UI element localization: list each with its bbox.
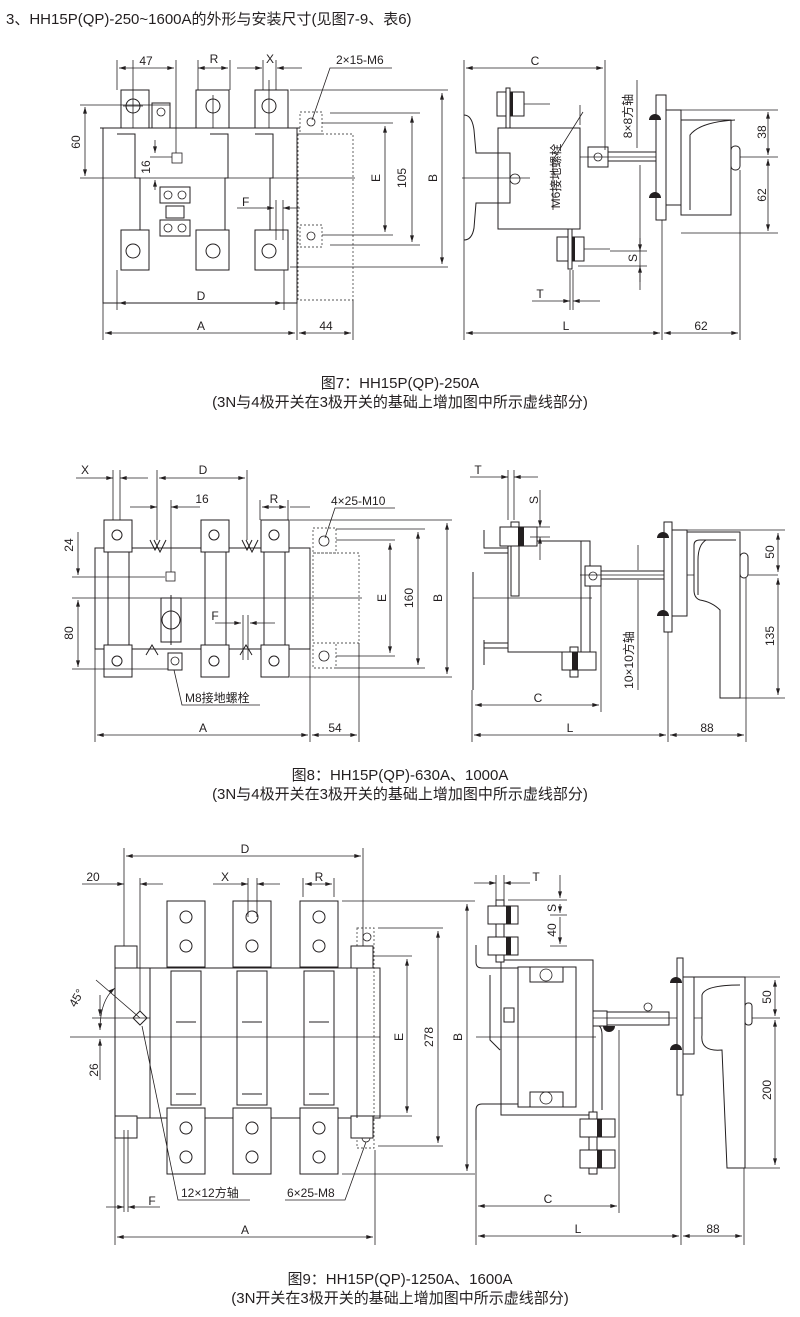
fig8-dim-50: 50 (763, 545, 777, 559)
fig7-side-body (497, 127, 581, 230)
fig7-caption: 图7：HH15P(QP)-250A (3N与4极开关在3极开关的基础上增加图中所… (0, 374, 800, 412)
fig9-dim-20: 20 (86, 870, 100, 884)
fig8-dim-E: E (375, 594, 389, 602)
fig7-front-view: 47 R X 2×15-M6 60 16 F E 105 B D A 44 (69, 52, 448, 340)
fig7-dim-62-vertical: 62 (755, 188, 769, 202)
fig9-dim-E: E (392, 1033, 406, 1041)
fig9-dim-R: R (315, 870, 324, 884)
fig9-dim-26: 26 (87, 1063, 101, 1077)
fig7-dim-S: S (626, 254, 640, 262)
fig8-dim-T: T (474, 463, 482, 477)
fig9-dim-88: 88 (706, 1222, 720, 1236)
fig7-dim-60: 60 (69, 135, 83, 149)
fig9-dim-200: 200 (760, 1080, 774, 1100)
fig7-ground-label: M6接地螺栓 (548, 144, 563, 209)
fig9-angle-45: 45° (66, 986, 87, 1009)
fig8-dim-L: L (567, 721, 574, 735)
fig7-dim-L: L (563, 319, 570, 333)
fig7-dim-X: X (266, 52, 274, 66)
fig7-dim-B: B (426, 174, 440, 182)
fig8-caption-note: (3N与4极开关在3极开关的基础上增加图中所示虚线部分) (212, 786, 588, 803)
fig8-dim-80: 80 (62, 626, 76, 640)
fig8-dim-88: 88 (700, 721, 714, 735)
fig8-dim-S: S (527, 496, 541, 504)
fig9-dim-A: A (241, 1223, 249, 1237)
fig9-holes-label: 6×25-M8 (287, 1186, 335, 1200)
fig9-side-view: T S 40 50 200 C L 88 (474, 870, 780, 1245)
fig9-dim-50: 50 (760, 990, 774, 1004)
fig9-caption-title: 图9：HH15P(QP)-1250A、1600A (287, 1271, 513, 1288)
fig7-holes-label: 2×15-M6 (336, 53, 384, 67)
fig7-dim-62-horizontal: 62 (694, 319, 708, 333)
fig7-caption-title: 图7：HH15P(QP)-250A (320, 375, 480, 392)
fig9-dim-X: X (221, 870, 229, 884)
fig7-shaft-label: 8×8方轴 (620, 94, 635, 138)
fig8-caption-title: 图8：HH15P(QP)-630A、1000A (291, 767, 509, 784)
fig7-dim-D: D (197, 289, 206, 303)
fig8-dim-F: F (211, 609, 218, 623)
fig9-shaft-label: 12×12方轴 (181, 1185, 239, 1200)
fig8-caption: 图8：HH15P(QP)-630A、1000A (3N与4极开关在3极开关的基础… (0, 766, 800, 804)
fig7-fourth-pole-dashed (297, 133, 354, 301)
fig7-dim-T: T (536, 287, 544, 301)
fig9-dim-B: B (451, 1033, 465, 1041)
fig8-dim-R: R (270, 492, 279, 506)
fig7-dim-F: F (242, 195, 249, 209)
fig7-body (102, 127, 298, 304)
fig8-holes-label: 4×25-M10 (331, 494, 386, 508)
fig9-side-body (500, 959, 594, 1116)
fig8-dim-16: 16 (195, 492, 209, 506)
fig9-dim-40: 40 (545, 923, 559, 937)
fig7-dim-38: 38 (755, 125, 769, 139)
fig8-body (94, 547, 311, 650)
fig7-dim-R: R (210, 52, 219, 66)
fig7-side-dim-C: C (531, 54, 540, 68)
fig8-dim-A: A (199, 721, 207, 735)
fig7-dim-47: 47 (139, 54, 153, 68)
fig9-dim-D: D (241, 842, 250, 856)
fig9-caption-note: (3N开关在3极开关的基础上增加图中所示虚线部分) (231, 1290, 569, 1307)
fig7-dim-16: 16 (139, 160, 153, 174)
fig9-caption: 图9：HH15P(QP)-1250A、1600A (3N开关在3极开关的基础上增… (0, 1270, 800, 1308)
fig8-front-view: X D 16 R 4×25-M10 24 80 F E 160 B M8接地螺栓… (62, 463, 452, 742)
fig8-dim-160: 160 (402, 588, 416, 608)
fig8-dim-24: 24 (62, 538, 76, 552)
fig7-dim-A: A (197, 319, 205, 333)
fig7-dim-44: 44 (319, 319, 333, 333)
fig8-dim-B: B (431, 594, 445, 602)
fig8-dim-C: C (534, 691, 543, 705)
fig9-body (114, 967, 381, 1119)
fig9-dim-S: S (545, 904, 559, 912)
fig9-front-view: D 20 X R 45° 26 E 278 B F 12×12方轴 6×25-M… (66, 842, 475, 1245)
section-heading: 3、HH15P(QP)-250~1600A的外形与安装尺寸(见图7-9、表6) (6, 11, 412, 28)
fig8-dim-135: 135 (763, 626, 777, 646)
fig8-dim-X: X (81, 463, 89, 477)
fig8-side-body (507, 540, 582, 653)
fig9-dim-T: T (532, 870, 540, 884)
fig8-side-view: T S 10×10方轴 50 135 C L 88 (470, 463, 785, 742)
fig9-dim-L: L (575, 1222, 582, 1236)
fig7-side-view: C 8×8方轴 M6接地螺栓 38 62 S T L 62 (462, 54, 778, 340)
fig7-dim-E: E (369, 174, 383, 182)
fig8-dim-54: 54 (328, 721, 342, 735)
fig8-shaft-label: 10×10方轴 (621, 631, 636, 689)
fig9-dim-C: C (544, 1192, 553, 1206)
fig7-dim-105: 105 (395, 168, 409, 188)
fig7-caption-note: (3N与4极开关在3极开关的基础上增加图中所示虚线部分) (212, 394, 588, 411)
fig8-dim-D: D (199, 463, 208, 477)
fig9-dim-F: F (148, 1194, 155, 1208)
fig9-dim-278: 278 (422, 1027, 436, 1047)
fig8-ground-label: M8接地螺栓 (185, 690, 250, 705)
